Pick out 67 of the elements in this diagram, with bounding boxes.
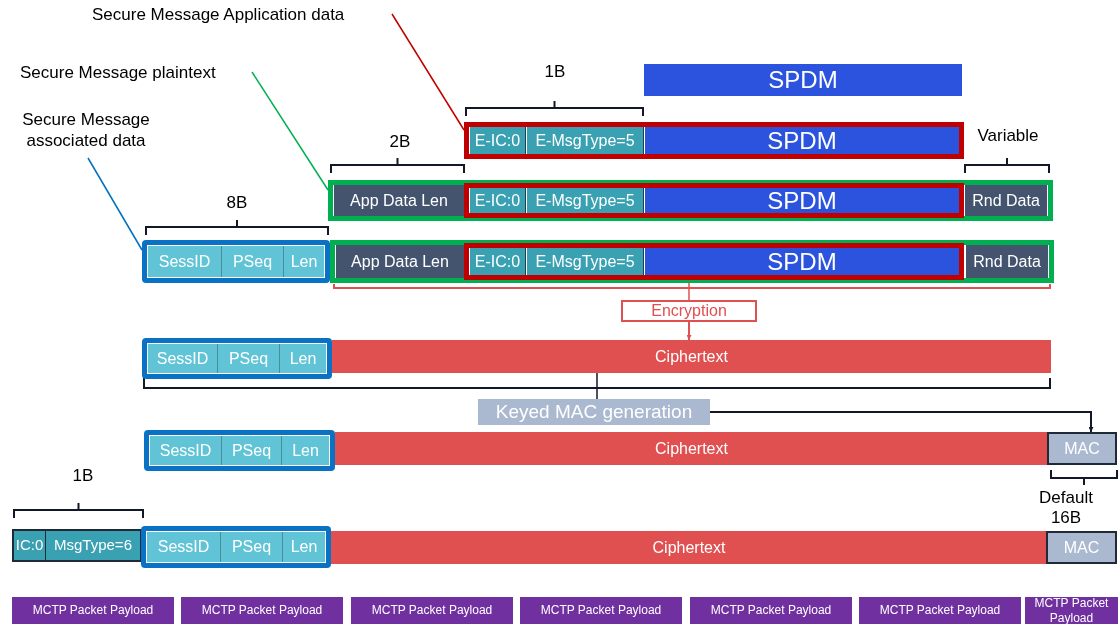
- field: SessID: [147, 532, 221, 562]
- frame: [328, 180, 1053, 221]
- frame: [142, 240, 330, 283]
- callout-label: Secure Message associated data: [10, 108, 162, 152]
- payload-box: MCTP Packet Payload: [351, 597, 513, 624]
- frame: [142, 338, 332, 379]
- frame: [464, 122, 964, 159]
- size-label: Default 16B: [1038, 488, 1094, 528]
- connector-line: [688, 282, 690, 301]
- connector-line: [596, 372, 598, 400]
- field: App Data Len: [334, 185, 464, 216]
- frame: [144, 430, 335, 471]
- callout-label: Secure Message Application data: [92, 4, 392, 26]
- process-box: Keyed MAC generation: [478, 399, 710, 425]
- field: PSeq: [222, 436, 282, 465]
- size-label: 1B: [71, 466, 95, 486]
- field: Len: [283, 532, 325, 562]
- field: Len: [280, 344, 326, 373]
- field: Len: [284, 246, 324, 277]
- size-label: 1B: [543, 62, 567, 82]
- field: Rnd Data: [966, 245, 1048, 278]
- payload-box: MCTP Packet Payload: [181, 597, 343, 624]
- field: SessID: [150, 436, 222, 465]
- ciphertext-field: Ciphertext: [335, 432, 1048, 465]
- payload-box: MCTP Packet Payload: [690, 597, 852, 624]
- field: E-MsgType=5: [527, 248, 644, 275]
- connector-line: [391, 13, 465, 131]
- spdm-field: SPDM: [645, 127, 959, 154]
- ciphertext-field: Ciphertext: [332, 340, 1051, 373]
- field: Rnd Data: [965, 185, 1047, 216]
- size-label: 8B: [225, 193, 249, 213]
- frame: [464, 183, 964, 218]
- connector-line: [87, 157, 143, 251]
- size-label: 2B: [388, 132, 412, 152]
- payload-box: MCTP Packet Payload: [1025, 597, 1118, 624]
- field: MsgType=6: [46, 529, 142, 562]
- payload-box: MCTP Packet Payload: [859, 597, 1021, 624]
- arrow: [686, 321, 692, 341]
- field: E-IC:0: [470, 127, 526, 154]
- field: PSeq: [221, 532, 283, 562]
- frame: [464, 243, 964, 280]
- process-box: Encryption: [621, 300, 757, 322]
- connector-line: [251, 71, 329, 191]
- mac-field: MAC: [1047, 432, 1117, 465]
- payload-box: MCTP Packet Payload: [520, 597, 682, 624]
- spdm-field: SPDM: [645, 188, 959, 213]
- field: SessID: [148, 246, 222, 277]
- payload-box: MCTP Packet Payload: [12, 597, 174, 624]
- field: E-IC:0: [470, 188, 526, 213]
- frame: [330, 240, 1054, 283]
- field: IC:0: [12, 529, 47, 562]
- ciphertext-field: Ciphertext: [331, 531, 1047, 564]
- size-label: Variable: [976, 126, 1040, 146]
- field: SessID: [148, 344, 218, 373]
- spdm-field: SPDM: [645, 248, 959, 275]
- field: Len: [282, 436, 329, 465]
- field: App Data Len: [336, 245, 464, 278]
- field: E-MsgType=5: [527, 127, 644, 154]
- mac-field: MAC: [1046, 531, 1117, 564]
- spdm-field: SPDM: [644, 64, 962, 96]
- field: E-MsgType=5: [527, 188, 644, 213]
- callout-label: Secure Message plaintext: [20, 62, 252, 84]
- frame: [141, 526, 331, 568]
- arrow: [709, 411, 1094, 433]
- field: PSeq: [218, 344, 280, 373]
- field: PSeq: [222, 246, 284, 277]
- field: E-IC:0: [470, 248, 526, 275]
